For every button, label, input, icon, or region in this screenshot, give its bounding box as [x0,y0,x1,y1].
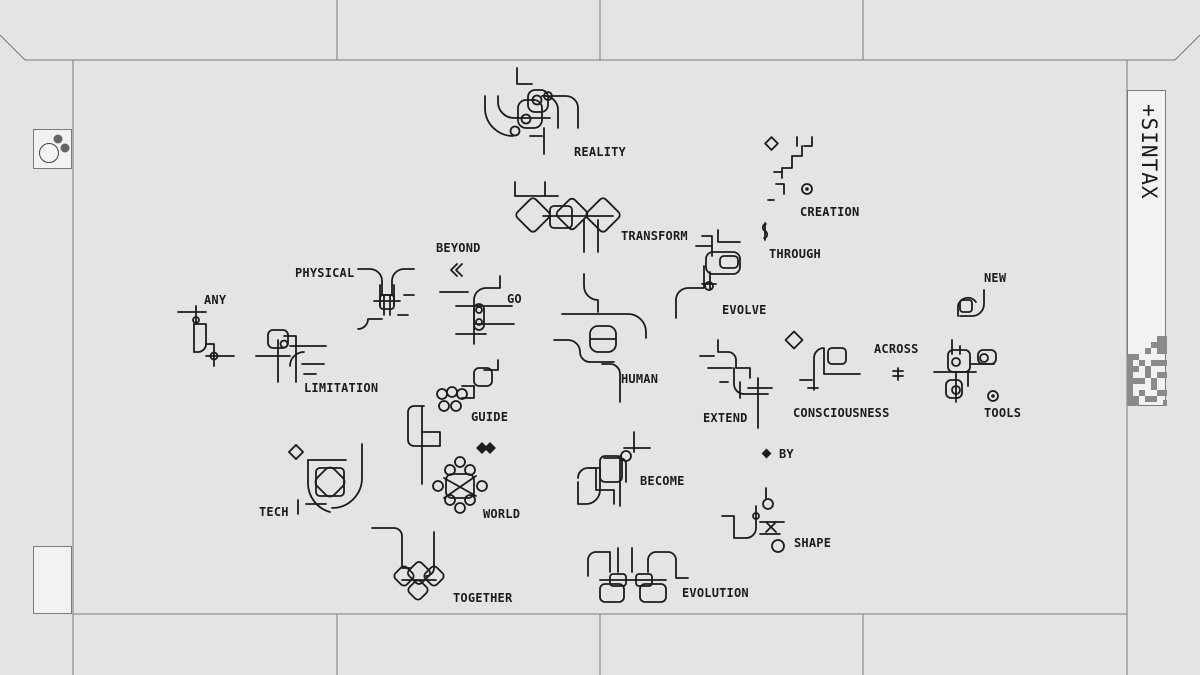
physical-glyph [354,265,420,333]
word-physical: PHYSICAL [295,266,355,280]
three-circles-icon [39,134,70,163]
any-glyph [176,304,238,370]
word-beyond: BEYOND [436,241,481,255]
creation-glyph [762,134,822,204]
word-extend: EXTEND [703,411,748,425]
pixel-pattern-icon [1127,336,1167,406]
tools-ring-icon [986,389,1000,403]
word-human: HUMAN [621,372,659,386]
word-go: GO [507,292,522,306]
become-glyph [574,430,654,510]
word-consciousness: CONSCIOUSNESS [793,406,890,420]
word-evolution: EVOLUTION [682,586,749,600]
word-shape: SHAPE [794,536,832,550]
word-reality: REALITY [574,145,626,159]
word-evolve: EVOLVE [722,303,767,317]
reality-glyph [480,66,585,158]
word-across: ACROSS [874,342,919,356]
word-together: TOGETHER [453,591,513,605]
word-through: THROUGH [769,247,821,261]
human-glyph [552,272,652,404]
new-glyph [950,288,990,322]
world-glyph [426,442,496,518]
word-tech: TECH [259,505,289,519]
transform-glyph [508,180,623,256]
word-guide: GUIDE [471,410,509,424]
beyond-glyph [448,262,468,278]
tech-glyph [286,442,368,518]
consciousness-glyph [784,330,864,396]
word-limitation: LIMITATION [304,381,379,395]
through-glyph [760,222,770,241]
extend-glyph [698,338,778,430]
word-world: WORLD [483,507,521,521]
limitation-glyph [254,326,330,386]
tools-glyph [932,336,1008,408]
together-glyph [370,524,450,608]
word-become: BECOME [640,474,685,488]
word-new: NEW [984,271,1007,285]
word-any: ANY [204,293,227,307]
shape-glyph [720,484,792,556]
circles-tile[interactable] [33,129,72,169]
word-creation: CREATION [800,205,860,219]
brand-logo-text: +SINTAX [1137,104,1161,200]
go-glyph [438,274,518,346]
evolution-glyph [586,546,692,606]
word-tools: TOOLS [984,406,1022,420]
blank-tile[interactable] [33,546,72,614]
across-glyph [892,367,904,381]
word-by: BY [779,447,794,461]
word-transform: TRANSFORM [621,229,688,243]
by-glyph [761,448,773,460]
guide-glyph [404,358,504,490]
evolve-glyph [672,226,750,322]
